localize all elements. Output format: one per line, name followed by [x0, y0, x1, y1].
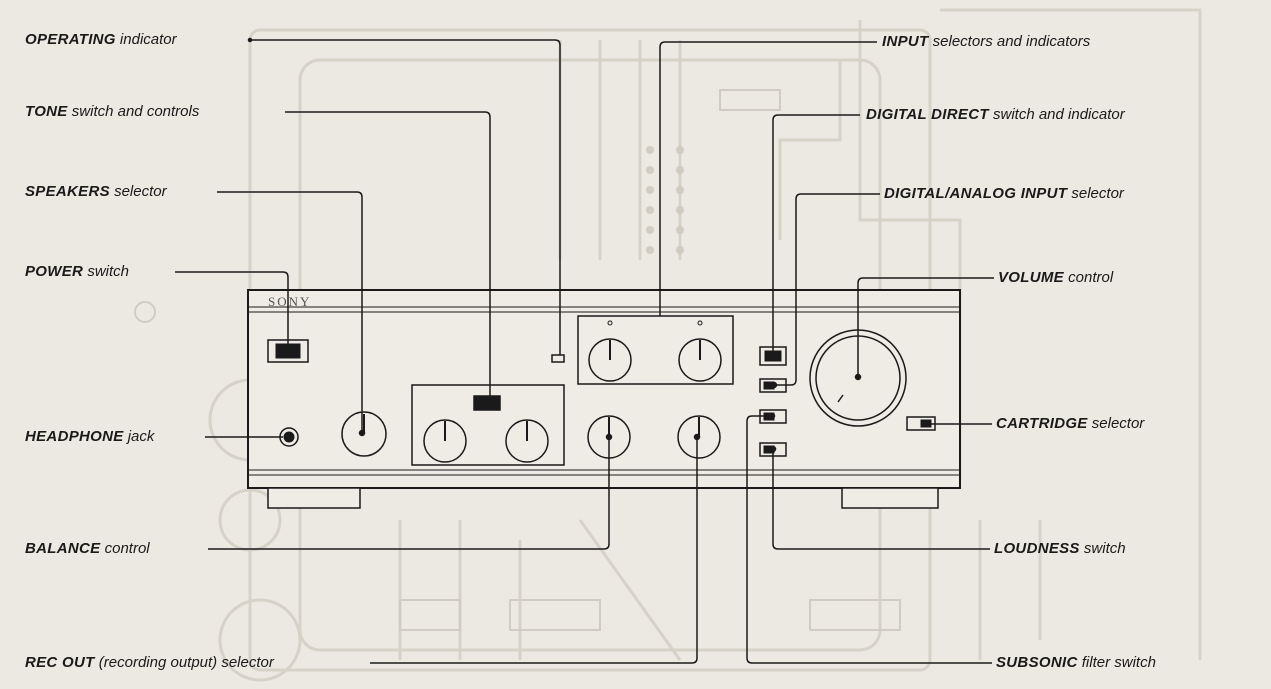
panel-foot-right	[841, 487, 939, 509]
brand-logo: SONY	[268, 294, 312, 309]
leader-lines	[175, 37, 994, 664]
tone-switch	[473, 395, 501, 411]
label-subsonic-filter: SUBSONIC filter switch	[996, 654, 1156, 671]
input-knob-right	[678, 338, 722, 382]
label-operating-indicator: OPERATING indicator	[25, 31, 177, 48]
label-loudness-switch: LOUDNESS switch	[994, 540, 1126, 557]
label-balance-control: BALANCE control	[25, 540, 150, 557]
bass-knob	[423, 419, 467, 463]
treble-knob	[505, 419, 549, 463]
label-cartridge-selector: CARTRIDGE selector	[996, 415, 1145, 432]
label-headphone-jack: HEADPHONE jack	[25, 428, 155, 445]
label-speakers-selector: SPEAKERS selector	[25, 183, 167, 200]
label-digital-analog-input: DIGITAL/ANALOG INPUT selector	[884, 185, 1124, 202]
label-tone-switch: TONE switch and controls	[25, 103, 200, 120]
rec-out-knob	[677, 415, 721, 459]
label-volume-control: VOLUME control	[998, 269, 1114, 286]
operating-indicator	[551, 354, 565, 363]
label-digital-direct: DIGITAL DIRECT switch and indicator	[866, 106, 1125, 123]
label-power-switch: POWER switch	[25, 263, 130, 280]
speakers-knob	[341, 411, 387, 457]
label-input-selectors: INPUT selectors and indicators	[882, 33, 1091, 50]
panel-foot-left	[267, 487, 361, 509]
tone-block	[411, 384, 565, 466]
input-knob-left	[588, 338, 632, 382]
label-rec-out-selector: REC OUT (recording output) selector	[25, 654, 274, 671]
input-block	[577, 315, 734, 385]
